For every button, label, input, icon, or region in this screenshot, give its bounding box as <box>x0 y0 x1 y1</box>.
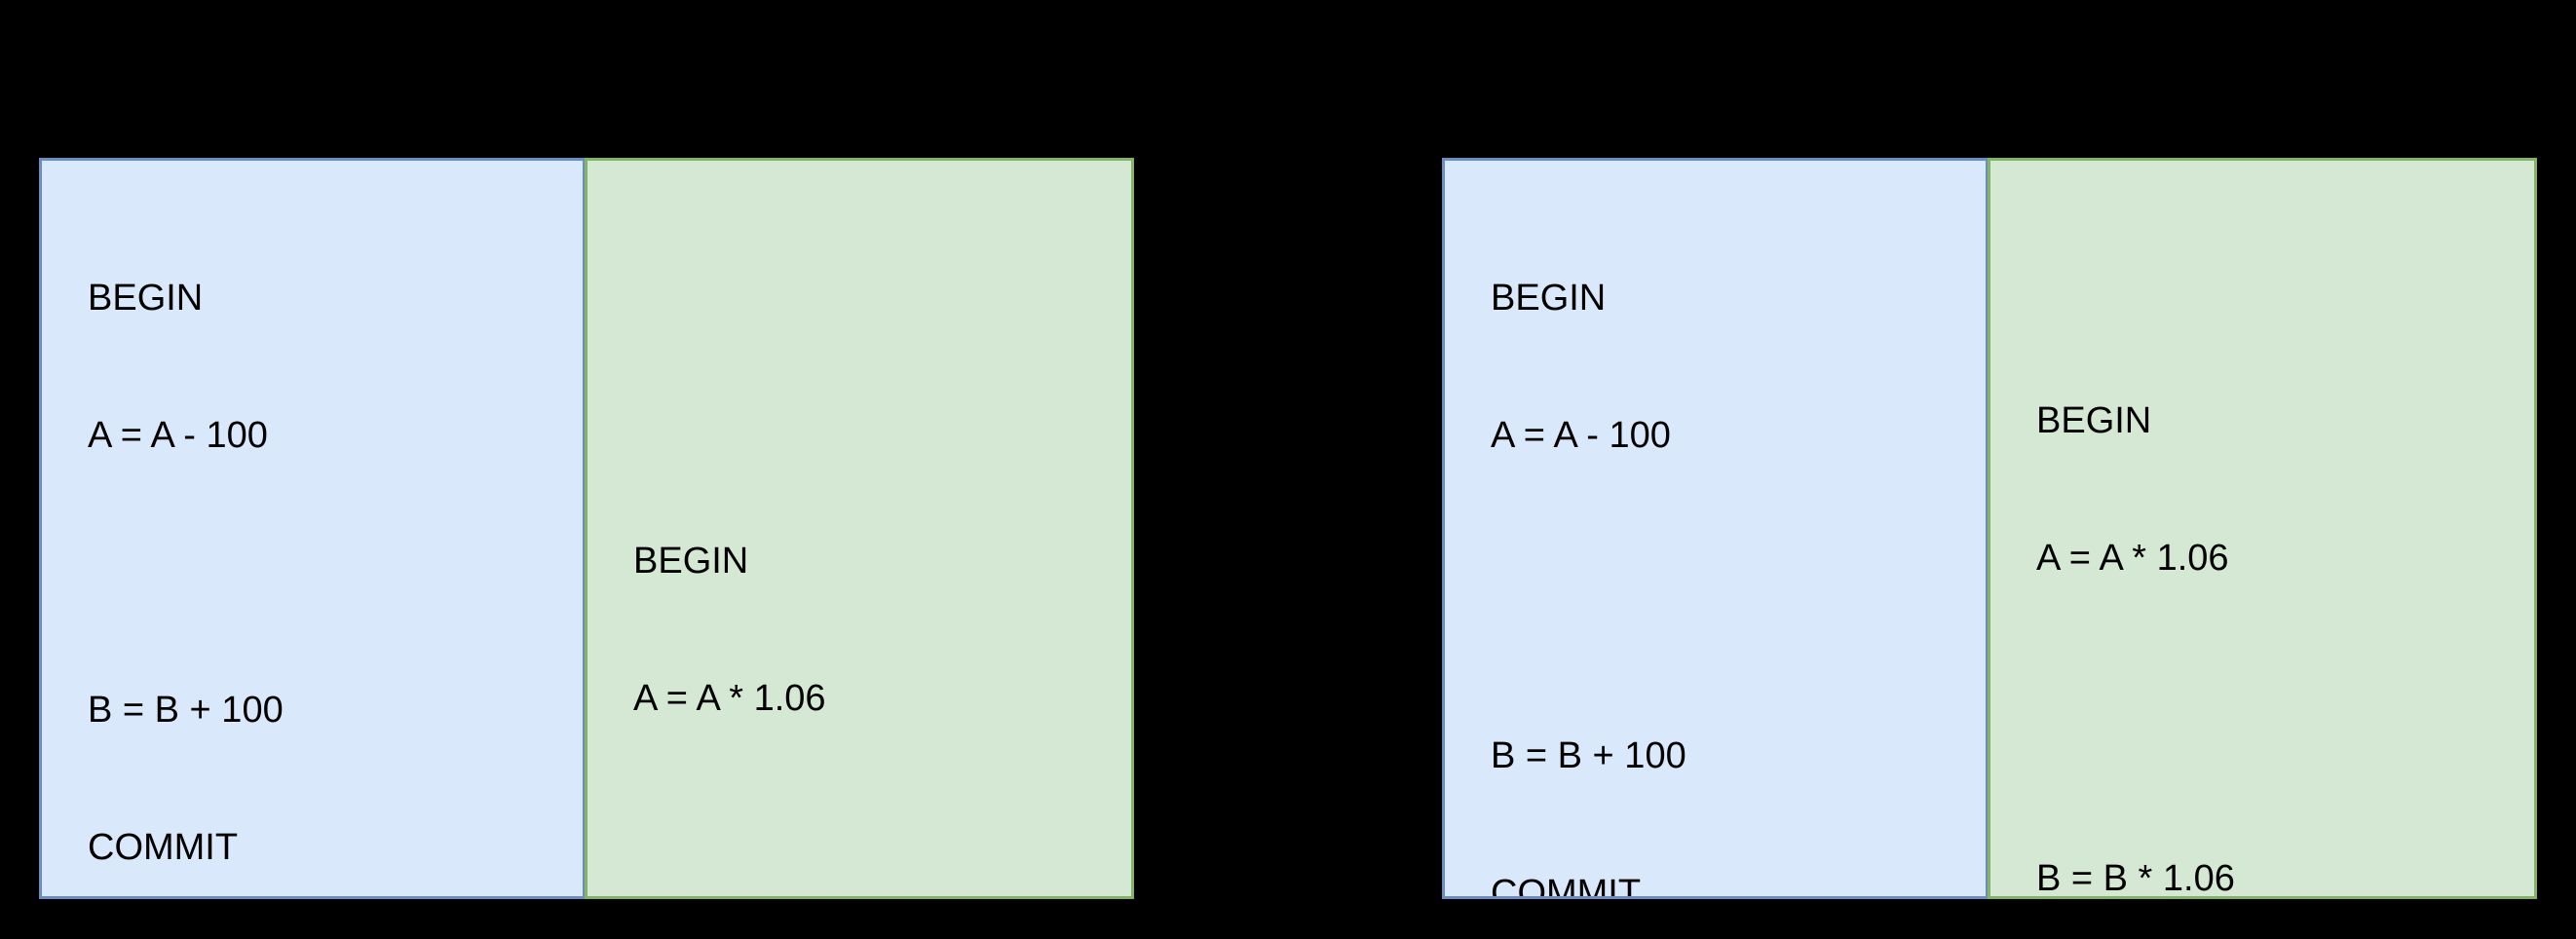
statement-commit: COMMIT <box>1491 873 1642 899</box>
statement-interest-b: B = B * 1.06 <box>2036 858 2235 899</box>
statement-spacer <box>1491 550 1686 642</box>
statement-begin: BEGIN <box>2036 400 2152 441</box>
transaction-b-panel-interleaved[interactable]: BEGIN A = A * 1.06 B = B * 1.06 COMMIT <box>1988 158 2537 899</box>
transaction-b-statements-interleaved: BEGIN A = A * 1.06 B = B * 1.06 COMMIT <box>2036 307 2235 899</box>
statement-spacer <box>88 550 284 596</box>
statement-debit-a: A = A - 100 <box>88 415 268 456</box>
statement-debit-a: A = A - 100 <box>1491 415 1671 456</box>
schedule-diagram-interleaved: BEGIN A = A - 100 B = B + 100 COMMIT BEG… <box>1442 158 2538 899</box>
schedule-diagram-serial: BEGIN A = A - 100 B = B + 100 COMMIT BEG… <box>39 158 1134 899</box>
statement-begin: BEGIN <box>1491 278 1607 319</box>
transaction-b-statements-serial: BEGIN A = A * 1.06 B = B * 1.06 COMMIT <box>633 447 832 896</box>
statement-credit-b: B = B + 100 <box>1491 735 1686 776</box>
transaction-a-statements-interleaved: BEGIN A = A - 100 B = B + 100 COMMIT <box>1491 184 1686 899</box>
transaction-b-panel-serial[interactable]: BEGIN A = A * 1.06 B = B * 1.06 COMMIT <box>585 158 1134 899</box>
statement-spacer <box>2036 673 2235 765</box>
statement-interest-a: A = A * 1.06 <box>633 678 826 719</box>
statement-spacer <box>633 813 832 859</box>
statement-begin: BEGIN <box>88 278 204 319</box>
transaction-a-statements-serial: BEGIN A = A - 100 B = B + 100 COMMIT <box>88 184 284 896</box>
statement-begin: BEGIN <box>633 541 749 582</box>
statement-credit-b: B = B + 100 <box>88 690 284 731</box>
transaction-a-panel-interleaved[interactable]: BEGIN A = A - 100 B = B + 100 COMMIT <box>1442 158 1989 899</box>
transaction-a-panel-serial[interactable]: BEGIN A = A - 100 B = B + 100 COMMIT <box>39 158 586 899</box>
statement-commit: COMMIT <box>88 827 239 868</box>
statement-interest-a: A = A * 1.06 <box>2036 538 2229 579</box>
